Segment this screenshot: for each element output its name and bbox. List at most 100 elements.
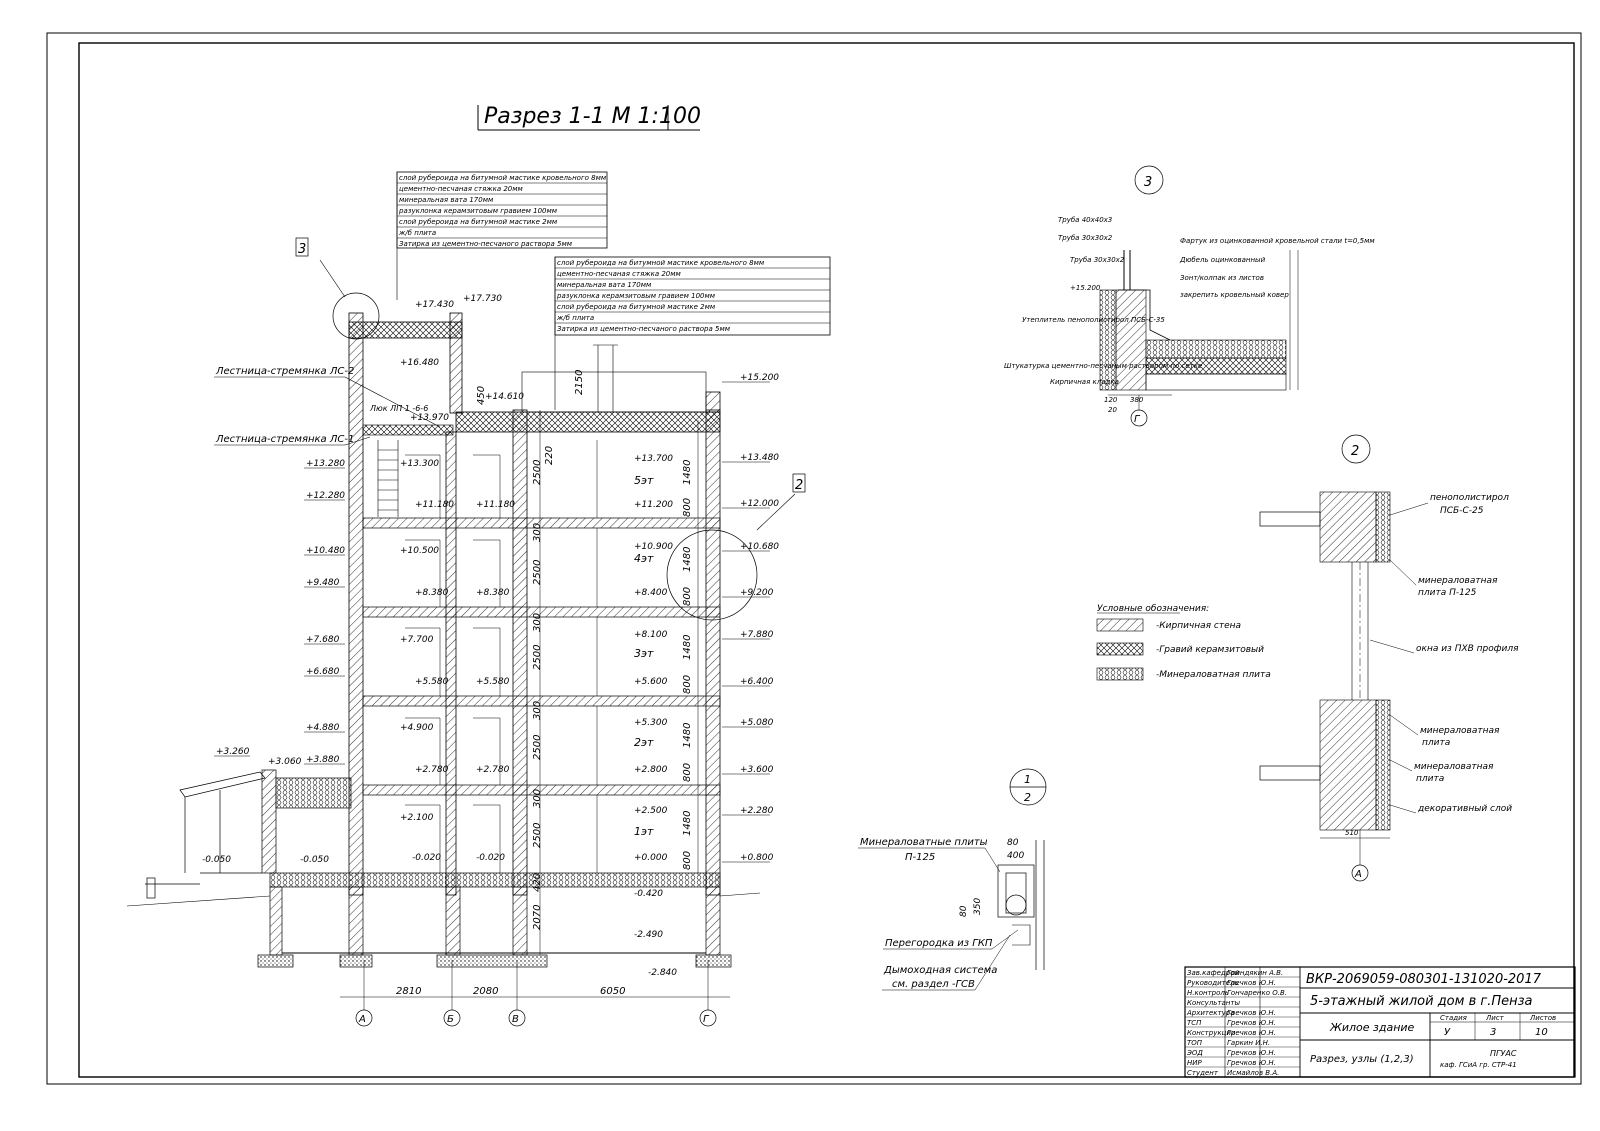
elev-a-8: +8.380	[415, 588, 449, 598]
legend-swatch-mineral	[1096, 667, 1144, 681]
elev-c-11: -0.420	[634, 889, 663, 899]
ladder-ls1-label: Лестница-стремянка ЛС-1	[215, 434, 354, 445]
roof-layer-upper-7: Затирка из цементно-песчаного раствора 5…	[399, 240, 573, 248]
stamp-sheets-head: Листов	[1529, 1014, 1556, 1022]
role-2: Руководитель	[1187, 979, 1239, 987]
elev-c-12: -2.490	[634, 930, 663, 940]
node12-bottom: 2	[1024, 791, 1031, 804]
elev-c-6: +5.600	[634, 677, 668, 687]
node2-callout-label: 2	[795, 478, 803, 493]
dim-h-2810: 2810	[396, 986, 421, 997]
elev-b-2: +11.180	[476, 500, 515, 510]
node2-label-9: плита	[1416, 774, 1444, 784]
floor-3: 3эт	[634, 647, 654, 660]
sheet-border-inner	[78, 42, 1575, 1078]
dim-v-2500-5: 2500	[532, 460, 543, 485]
node12-top: 1	[1024, 773, 1031, 786]
elev-b-5: +2.780	[476, 765, 510, 775]
elev-c-4: +8.400	[634, 588, 668, 598]
elev-a-12: +2.780	[415, 765, 449, 775]
node3-label-3: Труба 30х30х2	[1070, 256, 1125, 264]
node3-label-6: Зонт/колпак из листов	[1180, 274, 1264, 282]
node3-label-1: Труба 40х40х3	[1058, 216, 1112, 224]
dim-v-2500-4: 2500	[532, 560, 543, 585]
stamp-sheet-head: Лист	[1485, 1014, 1505, 1022]
elev-right-9: +3.600	[740, 765, 774, 775]
floor-1: 1эт	[634, 825, 654, 838]
elev-right-1: +15.200	[740, 373, 779, 383]
elev-b-4: +5.580	[476, 677, 510, 687]
name-1: Гриндякин А.В.	[1227, 969, 1283, 977]
legend-item-3: -Минераловатная плита	[1156, 670, 1271, 680]
node2-label-8: минераловатная	[1414, 762, 1494, 772]
legend-item-1: -Кирпичная стена	[1156, 621, 1241, 631]
name-11: Исмайлов В.А.	[1227, 1069, 1279, 1077]
dim-v-300-3: 300	[532, 613, 543, 632]
floor-labels: 5эт 4эт 3эт 2эт 1эт	[634, 474, 654, 838]
page-title: Разрез 1-1 М 1:100	[484, 104, 701, 129]
elev-a-6: +11.180	[415, 500, 454, 510]
elev-right-2: +13.480	[740, 453, 779, 463]
legend: Условные обозначения: -Кирпичная стена -…	[1096, 604, 1271, 681]
node2-label-3: минераловатная	[1418, 576, 1498, 586]
dim-v-420: 420	[532, 873, 543, 892]
elev-a-1: +17.430	[415, 300, 454, 310]
elev-a-11: +4.900	[400, 723, 434, 733]
elev-a-13: +2.100	[400, 813, 434, 823]
role-9: ЭОД	[1186, 1049, 1203, 1057]
elev-a-5: +13.300	[400, 459, 439, 469]
hatch-label: Люк ЛП 1 -6-6	[369, 404, 428, 413]
dim-h-6050: 6050	[600, 986, 625, 997]
stamp-org2: каф. ГСиА гр. СТР-41	[1440, 1061, 1517, 1069]
legend-item-2: -Гравий керамзитовый	[1156, 645, 1264, 655]
node12-label-mineral: Минераловатные плиты	[860, 837, 988, 848]
node-1-2: 1 2 Минераловатные плиты П-125 Перегород…	[858, 768, 1047, 991]
roof-layer-lower-2: цементно-песчаная стяжка 20мм	[557, 270, 682, 278]
stamp-names: Гриндякин А.В. Гречков Ю.Н. Гончаренко О…	[1227, 969, 1287, 1077]
roof-layer-upper-3: минеральная вата 170мм	[399, 196, 494, 204]
dim-v-2070: 2070	[532, 905, 543, 930]
node-3: 3 Г 120 380 20 +15.200 Труба 40х40х3 Тру…	[1004, 165, 1375, 427]
node3-label-5: Дюбель оцинкованный	[1179, 256, 1266, 264]
floor-5: 5эт	[634, 474, 654, 487]
name-5: Гречков Ю.Н.	[1227, 1009, 1276, 1017]
elev-c-13: -2.840	[648, 968, 677, 978]
ladder-ls2-label: Лестница-стремянка ЛС-2	[215, 366, 354, 377]
roof-layer-upper-5: слой рубероида на битумной мастике 2мм	[399, 218, 558, 226]
node2-label-5: окна из ПХВ профиля	[1416, 644, 1519, 654]
dim-v-800-1: 800	[682, 851, 693, 870]
node3-label-8: Утеплитель пенополистирол ПСБ-С-35	[1022, 316, 1165, 324]
legend-title: Условные обозначения:	[1097, 604, 1209, 614]
elev-a-9: +7.700	[400, 635, 434, 645]
node2-label-10: декоративный слой	[1417, 804, 1512, 814]
porch-elev-1: -0.050	[202, 855, 231, 865]
stamp-stage-head: Стадия	[1440, 1014, 1467, 1022]
roof-layers-upper: слой рубероида на битумной мастике крове…	[396, 171, 608, 300]
stamp-object: Жилое здание	[1329, 1021, 1415, 1034]
roof-layer-lower-1: слой рубероида на битумной мастике крове…	[557, 259, 765, 267]
axis-a: А	[358, 1014, 366, 1025]
legend-swatch-gravel	[1096, 642, 1144, 656]
stamp-sheets: 10	[1535, 1027, 1548, 1038]
dim-h-2080: 2080	[473, 986, 498, 997]
node12-label-mineral-code: П-125	[905, 852, 935, 863]
elev-a-7: +10.500	[400, 546, 439, 556]
node2-axis: А	[1354, 869, 1362, 880]
role-6: ТСП	[1187, 1019, 1202, 1027]
node12-label-chimney2: см. раздел -ГСВ	[892, 979, 975, 990]
elev-b-6: -0.020	[476, 853, 505, 863]
role-11: Студент	[1187, 1069, 1219, 1077]
elev-left-3: +10.480	[306, 546, 345, 556]
name-6: Гречков Ю.Н.	[1227, 1019, 1276, 1027]
node12-dim-350: 350	[973, 898, 983, 915]
elev-left-8: +3.880	[306, 755, 340, 765]
node12-dim-400: 400	[1007, 851, 1024, 861]
elev-b-1: +14.610	[485, 392, 524, 402]
stamp-org: ПГУАС	[1490, 1049, 1517, 1058]
dim-v-1480-2: 1480	[682, 723, 693, 748]
elev-left-1: +13.280	[306, 459, 345, 469]
elev-left-2: +12.280	[306, 491, 345, 501]
elev-a-14: -0.020	[412, 853, 441, 863]
node3-dim-20: 20	[1108, 406, 1117, 414]
name-8: Гаркин И.Н.	[1227, 1039, 1270, 1047]
